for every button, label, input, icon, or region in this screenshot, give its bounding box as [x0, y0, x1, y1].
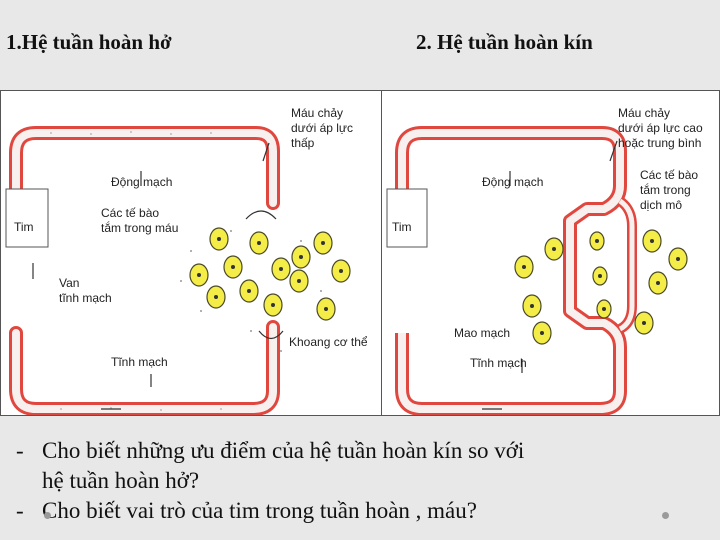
- open-cells: [189, 227, 351, 321]
- open-artery-label: Động mạch: [111, 175, 172, 189]
- question-2: - Cho biết vai trò của tim trong tuần ho…: [16, 496, 716, 526]
- question-2-text: Cho biết vai trò của tim trong tuần hoàn…: [42, 498, 477, 523]
- open-valve-label: Van tĩnh mạch: [59, 276, 112, 305]
- closed-vein-label: Tĩnh mạch: [470, 356, 527, 370]
- question-1-line-1: Cho biết những ưu điểm của hệ tuần hoàn …: [42, 438, 525, 463]
- question-1: - Cho biết những ưu điểm của hệ tuần hoà…: [16, 436, 716, 496]
- title-open-circulation: 1.Hệ tuần hoàn hở: [6, 30, 172, 54]
- open-heart-box: [5, 188, 49, 248]
- open-heart-label: Tim: [14, 220, 34, 234]
- decorative-dot-right: [662, 512, 669, 519]
- closed-capillary-label: Mao mạch: [454, 326, 510, 340]
- closed-artery-label: Động mạch: [482, 175, 543, 189]
- closed-blood-flow-label: Máu chảy dưới áp lực cao hoặc trung bình: [618, 106, 706, 150]
- question-list: - Cho biết những ưu điểm của hệ tuần hoà…: [16, 436, 716, 526]
- closed-heart-label: Tim: [392, 220, 412, 234]
- closed-cells-label: Các tế bào tắm trong dịch mô: [640, 168, 701, 212]
- open-body-cavity-label: Khoang cơ thể: [289, 335, 368, 349]
- question-1-line-2: hệ tuần hoàn hở?: [42, 468, 200, 493]
- closed-circulation-svg: Tim Máu chảy dưới áp lực cao hoặc trung …: [386, 106, 706, 415]
- closed-circulation-diagram: Tim Máu chảy dưới áp lực cao hoặc trung …: [381, 90, 720, 416]
- open-blood-flow-label: Máu chảy dưới áp lực thấp: [291, 106, 356, 150]
- open-circulation-svg: Tim: [5, 106, 368, 415]
- open-circulation-diagram: Tim: [0, 90, 382, 416]
- open-vein-label: Tĩnh mạch: [111, 355, 168, 369]
- question-2-dash: -: [16, 498, 24, 523]
- question-1-dash: -: [16, 438, 24, 463]
- decorative-dot-left: [44, 512, 51, 519]
- title-closed-circulation: 2. Hệ tuần hoàn kín: [416, 30, 593, 54]
- closed-heart-box: [386, 188, 428, 248]
- open-cells-label: Các tế bào tắm trong máu: [101, 206, 178, 235]
